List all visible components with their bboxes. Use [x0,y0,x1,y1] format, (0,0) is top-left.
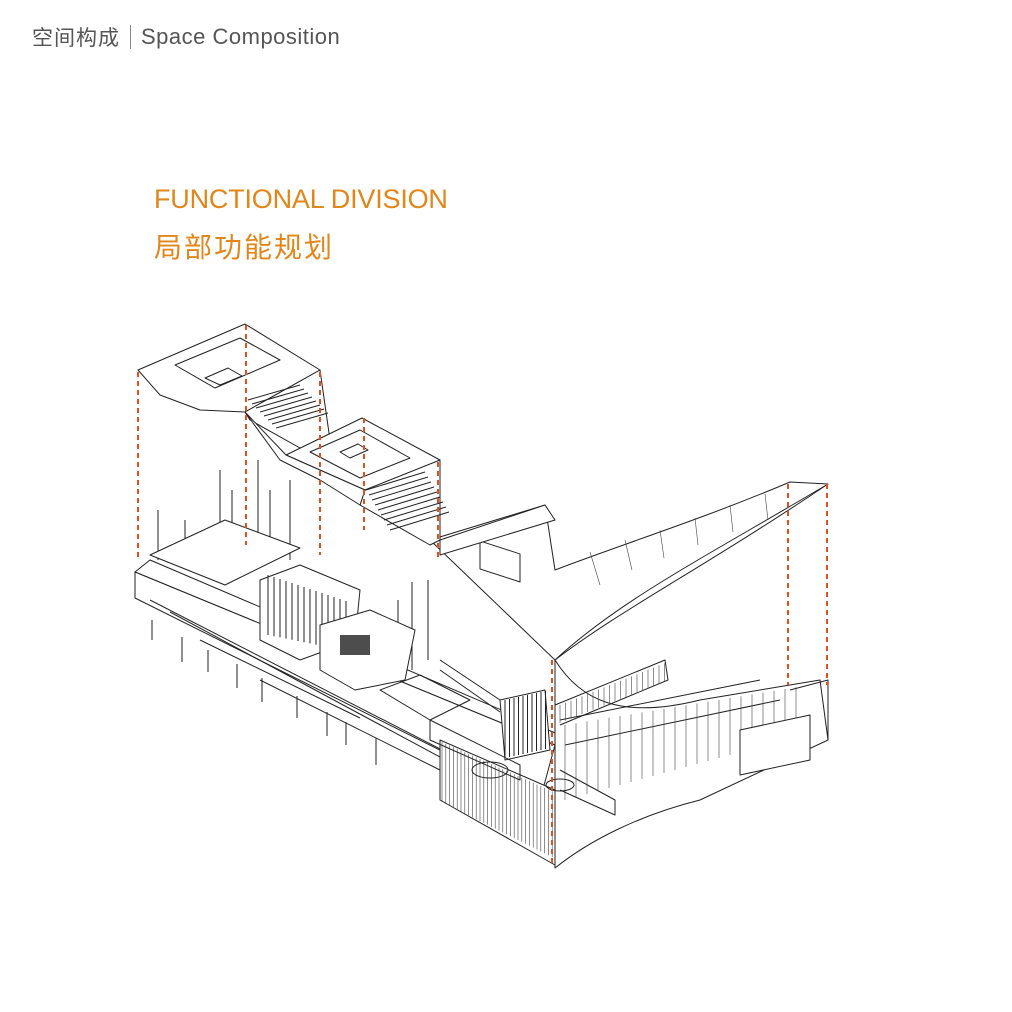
stilts [151,620,377,765]
upper-roof-left [137,323,331,449]
section-title-chinese: 局部功能规划 [154,231,335,264]
header-divider [130,25,131,49]
sweeping-canopy [429,481,829,661]
connecting-roof [244,411,556,556]
section-title-english: FUNCTIONAL DIVISION [154,184,448,214]
header-chinese-title: 空间构成 [32,26,120,50]
page-header: 空间构成 Space Composition [32,22,340,52]
right-wing [554,659,829,869]
header-english-title: Space Composition [141,24,341,49]
orange-guide-lines [137,325,828,865]
interior-volumes [149,519,669,816]
